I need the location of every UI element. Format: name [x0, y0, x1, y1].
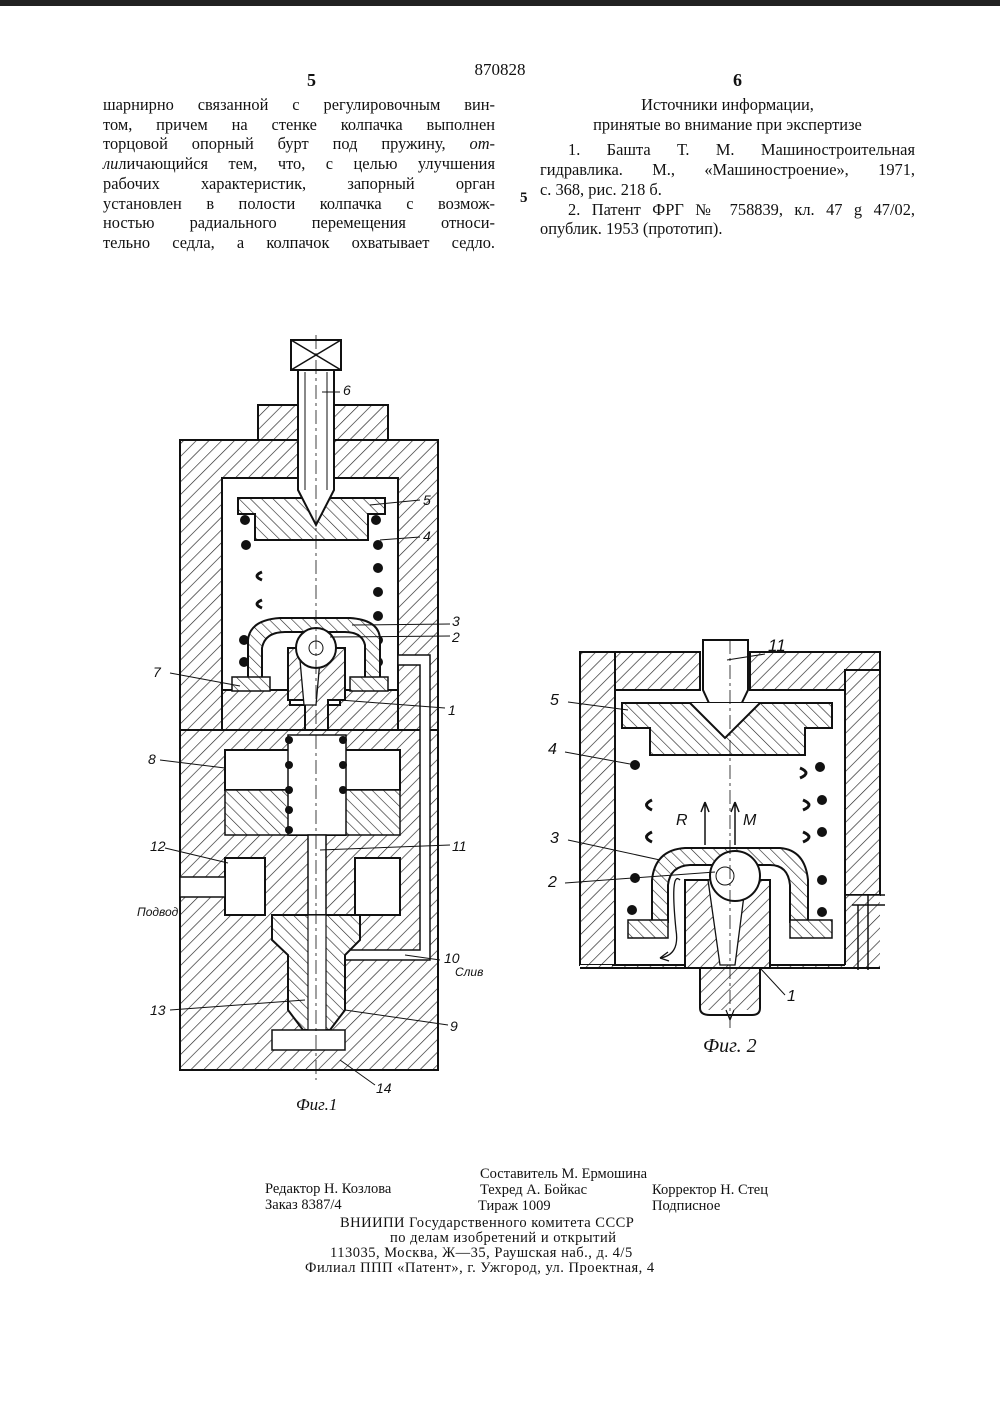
fig1-label-5: 5 — [423, 492, 431, 508]
fig1-label-1: 1 — [448, 702, 456, 718]
fig1-label-6: 6 — [343, 382, 351, 398]
organization-address: 113035, Москва, Ж—35, Раушская наб., д. … — [330, 1245, 633, 1261]
imprint: Составитель М. Ермошина Редактор Н. Козл… — [0, 1163, 1000, 1283]
fig1-label-14: 14 — [376, 1080, 392, 1096]
organization-department: по делам изобретений и открытий — [390, 1230, 617, 1246]
fig1-label-4: 4 — [423, 528, 431, 544]
fig2-label-5: 5 — [550, 692, 559, 710]
order: Заказ 8387/4 — [265, 1197, 342, 1213]
fig1-label-supply: Подвод — [137, 905, 178, 919]
figure-1-caption: Фиг.1 — [296, 1095, 337, 1115]
fig2-label-2: 2 — [548, 874, 557, 892]
fig1-label-2: 2 — [452, 629, 460, 645]
fig2-label-M: M — [743, 812, 756, 830]
fig1-label-3: 3 — [452, 613, 460, 629]
fig1-label-drain: Слив — [455, 965, 483, 979]
subscription: Подписное — [652, 1198, 720, 1214]
fig1-label-9: 9 — [450, 1018, 458, 1034]
composer: Составитель М. Ермошина — [480, 1166, 647, 1182]
corrector: Корректор Н. Стец — [652, 1182, 768, 1198]
fig2-label-11: 11 — [768, 636, 786, 656]
fig2-label-3: 3 — [550, 830, 559, 848]
fig1-label-13: 13 — [150, 1002, 166, 1018]
techred: Техред А. Бойкас — [480, 1182, 587, 1198]
fig2-label-4: 4 — [548, 741, 557, 759]
organization: ВНИИПИ Государственного комитета СССР — [340, 1215, 634, 1231]
figure-2-caption: Фиг. 2 — [703, 1035, 757, 1058]
editor: Редактор Н. Козлова — [265, 1181, 391, 1197]
fig2-label-1: 1 — [787, 988, 796, 1006]
fig1-label-10: 10 — [444, 950, 460, 966]
fig1-label-8: 8 — [148, 751, 156, 767]
fig1-label-7: 7 — [153, 664, 161, 680]
branch-address: Филиал ППП «Патент», г. Ужгород, ул. Про… — [305, 1260, 655, 1276]
fig2-label-R: R — [676, 812, 688, 830]
fig1-label-12: 12 — [150, 838, 166, 854]
fig1-label-11: 11 — [452, 838, 467, 854]
circulation: Тираж 1009 — [478, 1198, 551, 1214]
